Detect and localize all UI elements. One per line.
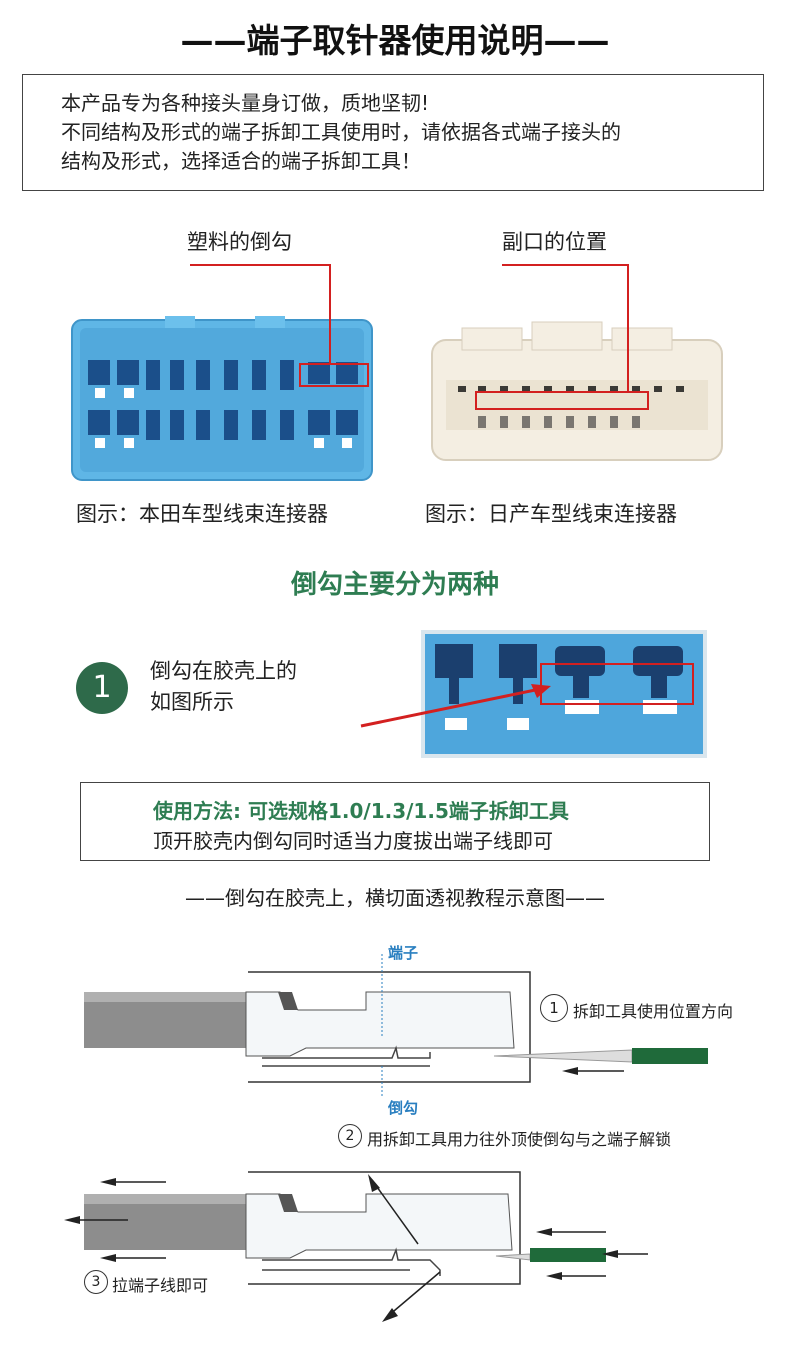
- nissan-connector-image: [431, 321, 723, 461]
- cross-section-diagram-1: [84, 954, 708, 1096]
- honda-connector-image: [71, 316, 373, 481]
- cross-section-diagram-2: [64, 1171, 648, 1322]
- terminal-label: 端子: [388, 944, 419, 962]
- type1-description: 倒勾在胶壳上的 如图所示: [150, 656, 297, 718]
- type1-line-2: 如图所示: [150, 690, 234, 714]
- section-heading: 倒勾主要分为两种: [290, 570, 499, 600]
- secondary-port-label: 副口的位置: [502, 230, 607, 254]
- intro-line-2: 不同结构及形式的端子拆卸工具使用时，请依据各式端子接头的: [61, 120, 621, 144]
- honda-caption: 图示：本田车型线束连接器: [76, 502, 328, 526]
- connector-illustrations: [71, 264, 723, 481]
- nissan-caption: 图示：日产车型线束连接器: [425, 502, 677, 526]
- intro-box: 本产品专为各种接头量身订做，质地坚韧! 不同结构及形式的端子拆卸工具使用时，请依…: [22, 74, 764, 191]
- red-callouts: [190, 264, 649, 410]
- page-title: ——端子取针器使用说明——: [180, 21, 610, 60]
- step1-number: 1: [540, 994, 568, 1022]
- usage-box: 使用方法: 可选规格1.0/1.3/1.5端子拆卸工具 顶开胶壳内倒勾同时适当力…: [80, 782, 710, 861]
- step3-text: 拉端子线即可: [112, 1276, 209, 1295]
- intro-line-3: 结构及形式，选择适合的端子拆卸工具！: [61, 149, 421, 173]
- hook-closeup-image: [360, 630, 707, 758]
- step2-number: 2: [338, 1124, 362, 1148]
- number-badge-1: 1: [76, 662, 128, 714]
- step2-text: 用拆卸工具用力往外顶使倒勾与之端子解锁: [367, 1130, 672, 1149]
- hook-label: 倒勾: [388, 1099, 419, 1117]
- type1-line-1: 倒勾在胶壳上的: [150, 659, 297, 683]
- usage-instruction: 顶开胶壳内倒勾同时适当力度拔出端子线即可: [153, 829, 553, 853]
- step3-number: 3: [84, 1270, 108, 1294]
- step1-text: 拆卸工具使用位置方向: [573, 1002, 734, 1021]
- plastic-hook-label: 塑料的倒勾: [187, 230, 292, 254]
- diagram-heading: ——倒勾在胶壳上，横切面透视教程示意图——: [185, 886, 605, 910]
- intro-line-1: 本产品专为各种接头量身订做，质地坚韧!: [61, 91, 430, 115]
- usage-method: 使用方法: 可选规格1.0/1.3/1.5端子拆卸工具: [153, 799, 569, 823]
